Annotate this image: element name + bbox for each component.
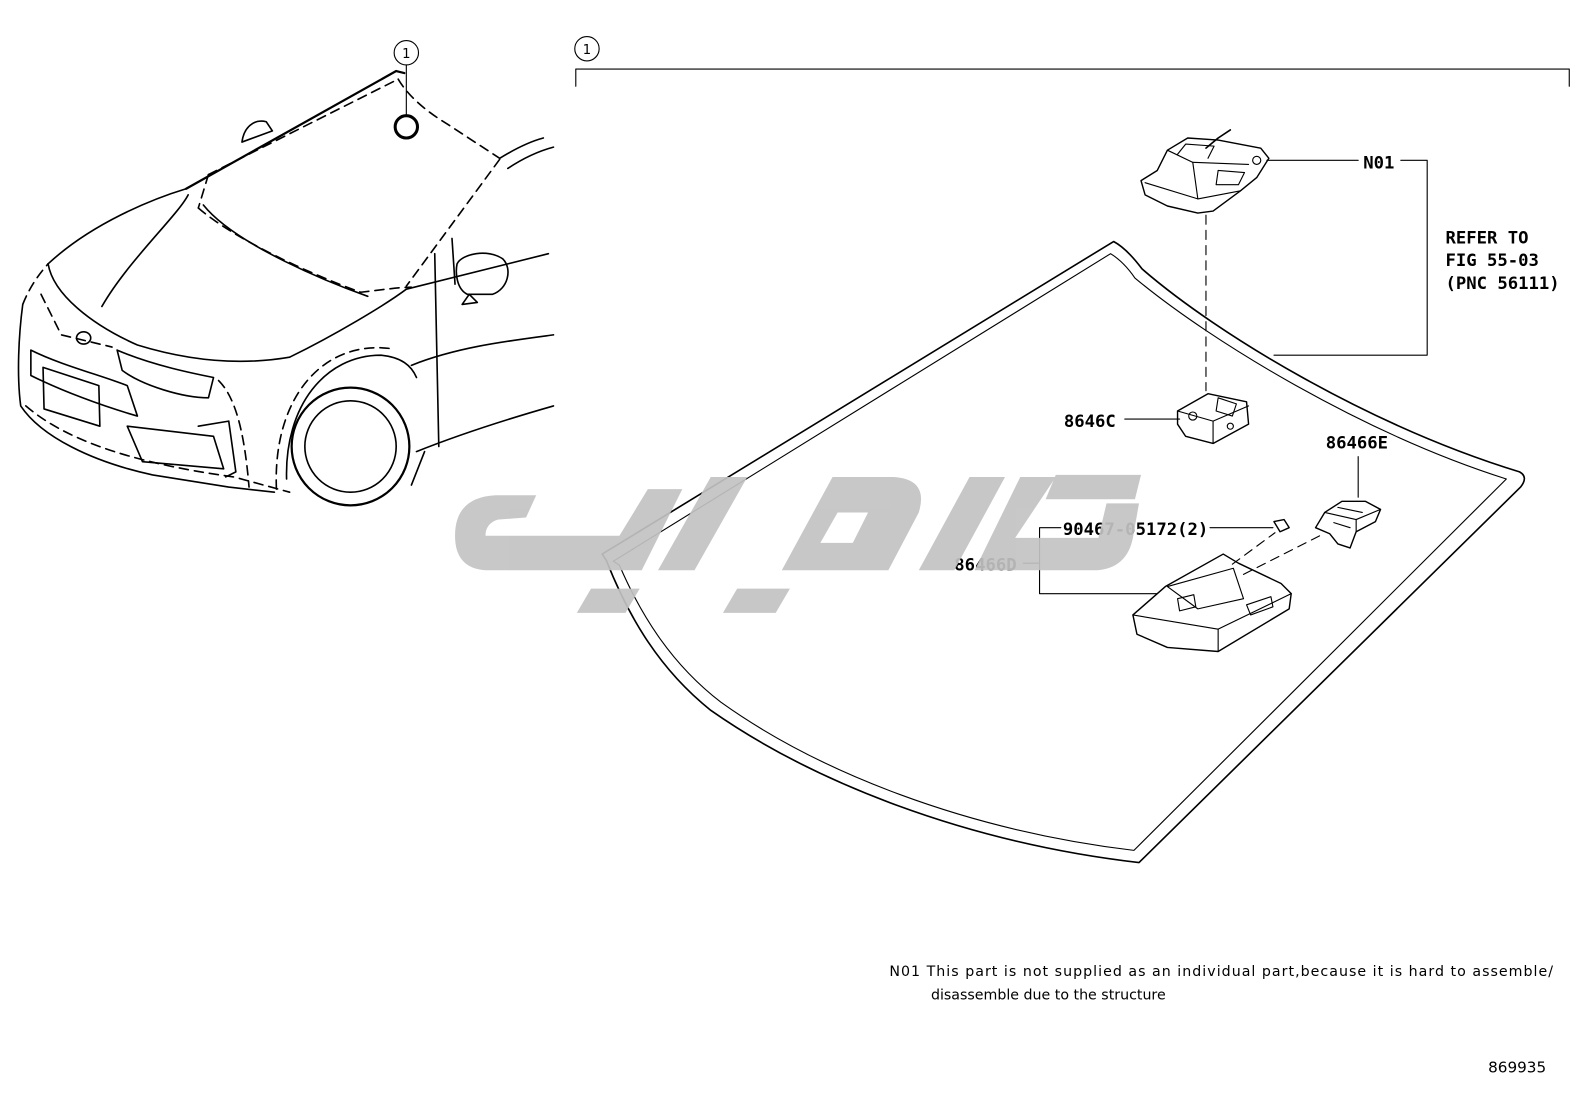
vehicle-rocker — [410, 450, 426, 486]
vehicle-mirror — [455, 252, 509, 296]
vehicle-sill — [415, 405, 555, 453]
vehicle-hood-side — [202, 204, 369, 298]
86466d-to-86466e-dashed — [1242, 535, 1321, 575]
vehicle-side-intake — [197, 420, 237, 478]
vehicle-fender-seam — [217, 379, 250, 488]
refer-fig-link[interactable]: FIG 55-03 — [1445, 251, 1538, 271]
vehicle-upper-grille — [30, 349, 139, 417]
part-label-90467[interactable]: 90467-05172(2) — [1063, 520, 1208, 540]
part-n01-drawing — [1140, 129, 1270, 214]
vehicle-windshield-bottom — [197, 207, 413, 294]
windshield-glass-outer — [601, 240, 1526, 864]
vehicle-headlight — [116, 349, 215, 399]
figure-id: 869935 — [1488, 1059, 1546, 1077]
vehicle-door-front — [433, 252, 440, 448]
part-label-86466e[interactable]: 86466E — [1326, 434, 1388, 454]
vehicle-beltline — [405, 252, 550, 291]
vehicle-wheel-arch — [285, 354, 418, 480]
refer-bracket — [1273, 159, 1428, 356]
watermark-logo — [455, 474, 1142, 613]
vehicle-license-plate — [42, 366, 101, 428]
vehicle-illustration: 1 — [17, 40, 555, 507]
footnote-line-1: N01 This part is not supplied as an indi… — [889, 964, 1553, 980]
sensor-location-marker — [393, 114, 420, 140]
vehicle-a-pillar-right — [405, 158, 501, 287]
vehicle-wheel-arch-dashed — [275, 346, 395, 490]
part-86466e-drawing — [1314, 500, 1382, 549]
vehicle-lower-grille — [126, 425, 225, 470]
vehicle-mirror-stem — [461, 293, 479, 306]
vehicle-windshield-left — [197, 173, 210, 209]
vehicle-fascia-dashed — [21, 263, 49, 306]
vehicle-roof-right-inner — [506, 146, 555, 170]
index-marker-vehicle: 1 — [402, 47, 410, 62]
vehicle-headlight-dashed — [40, 293, 113, 348]
refer-to-text: REFER TO — [1445, 229, 1528, 249]
index-marker-group: 1 — [583, 43, 591, 58]
vehicle-windshield-right — [397, 78, 501, 160]
windshield-glass-inner — [612, 253, 1507, 851]
vehicle-side-crease — [410, 334, 555, 367]
part-label-8646c[interactable]: 8646C — [1064, 412, 1116, 432]
part-90467-drawing — [1273, 518, 1290, 533]
vehicle-pillar-line — [451, 237, 456, 285]
vehicle-bumper-outline — [17, 303, 276, 493]
vehicle-bumper-dashed — [24, 405, 291, 493]
vehicle-antenna-fin — [241, 120, 274, 143]
vehicle-rim — [304, 400, 397, 493]
part-86466d-drawing — [1132, 553, 1292, 653]
vehicle-windshield-top — [207, 78, 400, 176]
part-8646c-drawing — [1176, 393, 1250, 445]
index-marker-group-circle — [574, 35, 600, 62]
vehicle-tire — [290, 386, 411, 507]
group-bracket — [575, 68, 1570, 87]
part-n01-cable — [1205, 129, 1232, 149]
vehicle-emblem — [75, 331, 92, 345]
vehicle-hood-leading-edge — [47, 187, 187, 265]
vehicle-hood-crease — [101, 194, 189, 308]
parts-group: 1 N01 REFER TO FIG 55-03 (PNC 56111) — [574, 35, 1570, 864]
86466d-to-90467-dashed — [1231, 532, 1276, 565]
vehicle-fender-top — [288, 288, 408, 359]
vehicle-roof-edge — [185, 69, 406, 190]
footnote-line-2: disassemble due to the structure — [931, 988, 1166, 1004]
vehicle-roof-right — [498, 137, 545, 160]
part-label-n01[interactable]: N01 — [1363, 153, 1394, 173]
vehicle-hood-front-edge — [47, 263, 291, 363]
refer-pnc-text: (PNC 56111) — [1445, 274, 1559, 294]
